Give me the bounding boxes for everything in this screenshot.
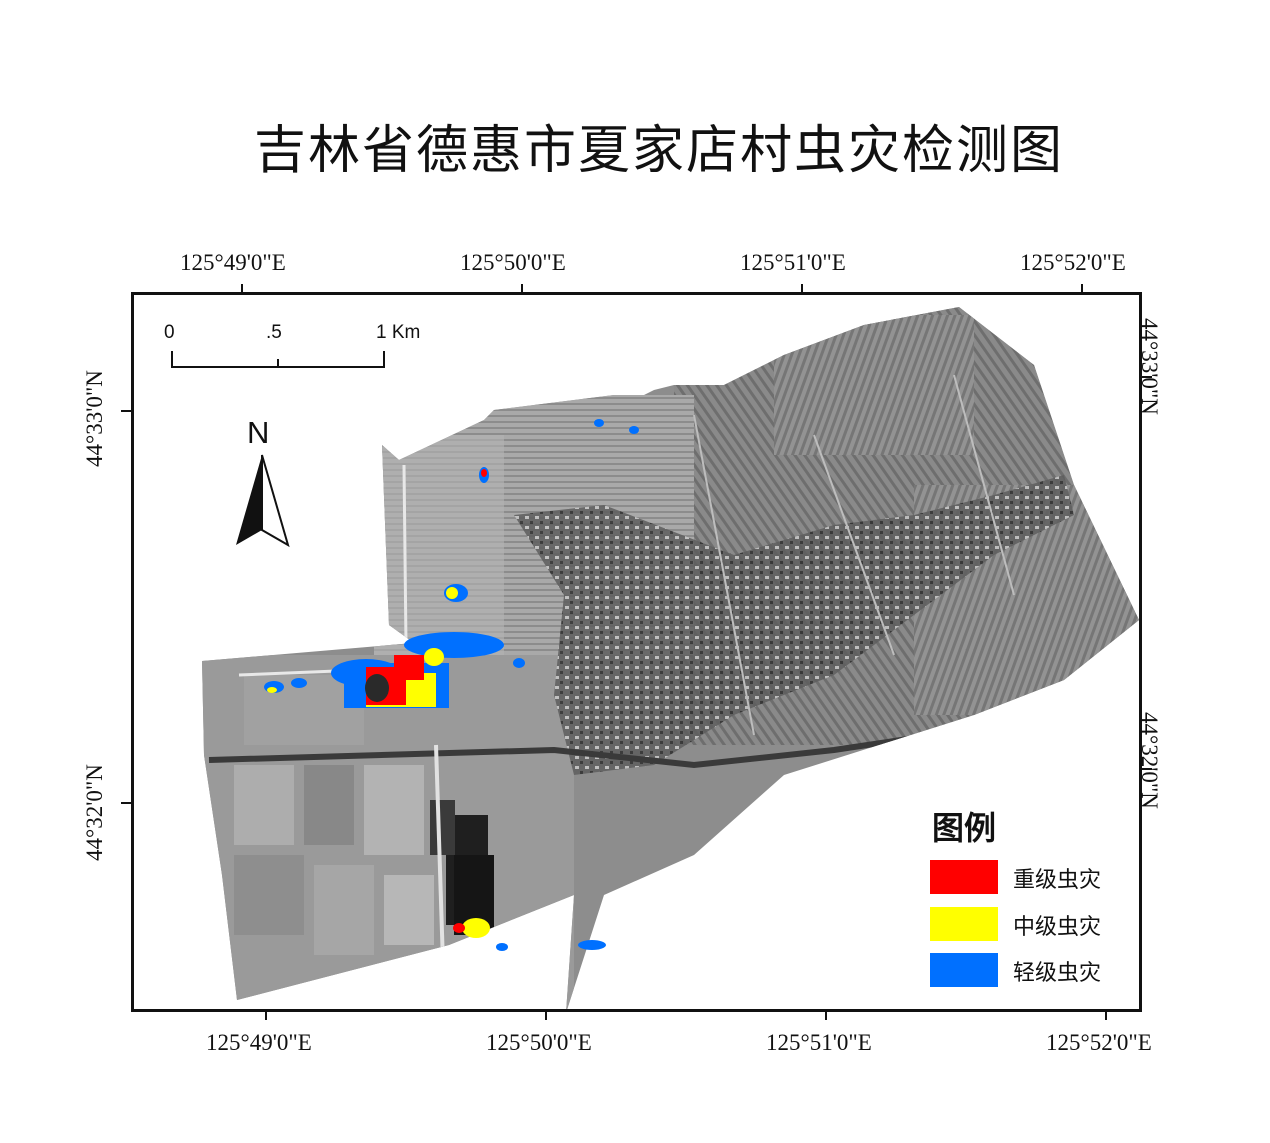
- tick-bottom-3: [825, 1010, 827, 1020]
- tick-top-2: [521, 284, 523, 294]
- top-lon-label-1: 125°49'0"E: [180, 250, 286, 275]
- top-lon-label-3: 125°51'0"E: [740, 250, 846, 275]
- scalebar-label-0: 0: [164, 322, 175, 343]
- bottom-lon-label-3: 125°51'0"E: [766, 1030, 872, 1055]
- tick-left-1: [121, 410, 133, 412]
- left-lat-label-2: 44°32'0"N: [82, 764, 107, 861]
- tick-left-2: [121, 802, 133, 804]
- left-lat-label-1: 44°33'0"N: [82, 370, 107, 467]
- legend-swatch-moderate: [930, 907, 998, 941]
- tick-right-2: [1140, 768, 1152, 770]
- legend-label-light: 轻级虫灾: [1013, 961, 1102, 986]
- map-frame: [131, 292, 1142, 1012]
- legend-label-moderate: 中级虫灾: [1013, 915, 1102, 940]
- tick-top-4: [1081, 284, 1083, 294]
- north-label: N: [247, 415, 270, 450]
- legend-label-severe: 重级虫灾: [1013, 868, 1102, 893]
- bottom-lon-label-2: 125°50'0"E: [486, 1030, 592, 1055]
- imagery-svg: [171, 307, 1139, 1009]
- bottom-lon-label-4: 125°52'0"E: [1046, 1030, 1152, 1055]
- map-title: 吉林省德惠市夏家店村虫灾检测图: [253, 121, 1064, 181]
- north-arrow-icon: [236, 454, 290, 548]
- tick-bottom-4: [1105, 1010, 1107, 1020]
- legend-swatch-severe: [930, 860, 998, 894]
- satellite-imagery: [202, 307, 1139, 1009]
- tick-top-3: [801, 284, 803, 294]
- tick-bottom-1: [265, 1010, 267, 1020]
- top-lon-label-2: 125°50'0"E: [460, 250, 566, 275]
- scalebar-label-half: .5: [266, 322, 282, 343]
- legend-swatch-light: [930, 953, 998, 987]
- scalebar: [171, 351, 385, 368]
- bottom-lon-label-1: 125°49'0"E: [206, 1030, 312, 1055]
- tick-right-1: [1140, 376, 1152, 378]
- scalebar-label-1km: 1 Km: [376, 322, 421, 343]
- legend-title: 图例: [932, 809, 997, 847]
- tick-top-1: [241, 284, 243, 294]
- pest-overlay: [264, 419, 639, 951]
- tick-bottom-2: [545, 1010, 547, 1020]
- top-lon-label-4: 125°52'0"E: [1020, 250, 1126, 275]
